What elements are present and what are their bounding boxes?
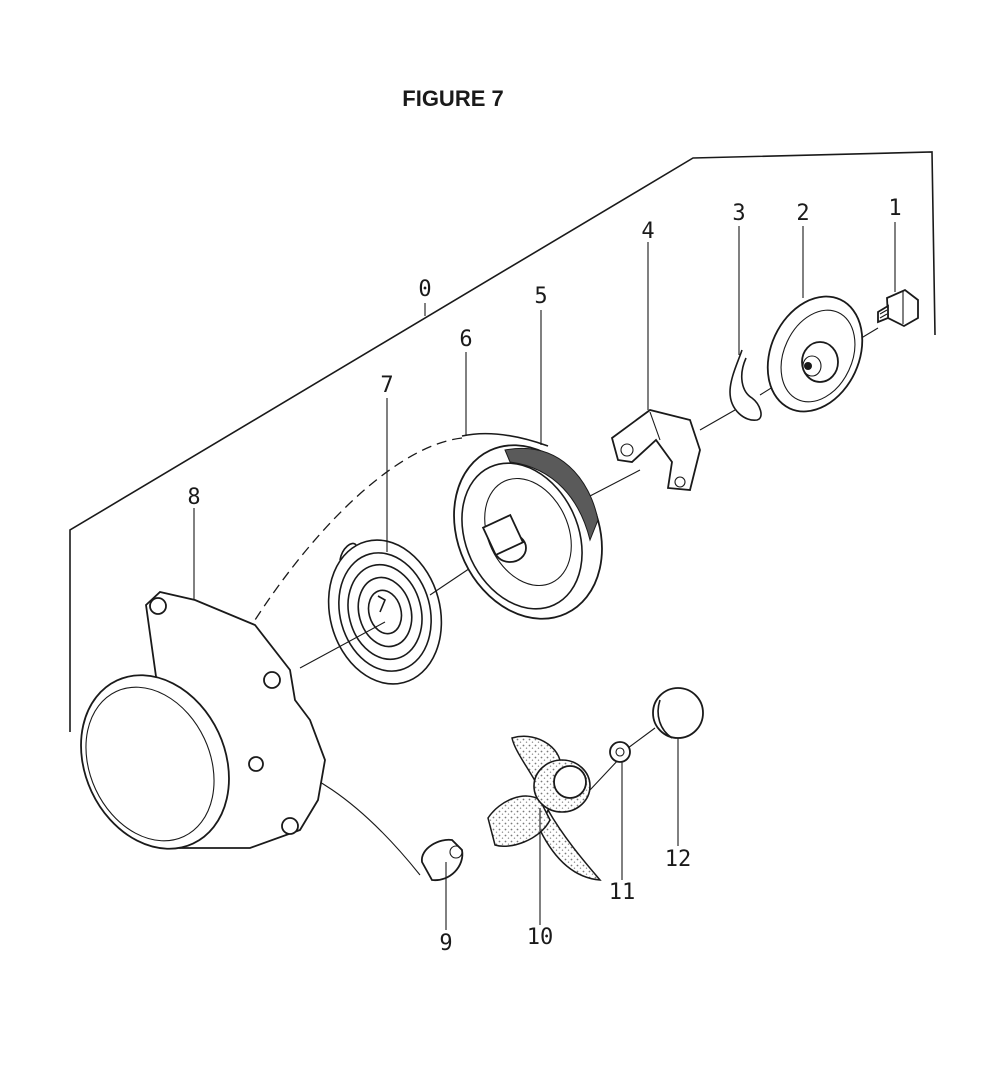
callout-10: 10 bbox=[527, 925, 554, 950]
washer-plate-part bbox=[766, 295, 864, 413]
grommet-part bbox=[421, 838, 464, 881]
bolt-part bbox=[877, 288, 919, 328]
callout-12: 12 bbox=[665, 847, 692, 872]
spring-clip-part bbox=[729, 349, 762, 421]
callout-3: 3 bbox=[732, 201, 745, 226]
pawl-part bbox=[610, 409, 701, 491]
pull-handle-part bbox=[487, 735, 602, 881]
callout-11: 11 bbox=[609, 880, 636, 905]
pulley-reel-part bbox=[453, 444, 603, 620]
callout-8: 8 bbox=[187, 485, 200, 510]
callout-6: 6 bbox=[459, 327, 472, 352]
figure-title: FIGURE 7 bbox=[402, 86, 504, 111]
housing-part bbox=[80, 591, 326, 850]
small-washer-part bbox=[609, 741, 631, 763]
spiral-spring-part bbox=[327, 539, 443, 685]
callout-1: 1 bbox=[888, 196, 901, 221]
leader-lines bbox=[193, 222, 896, 930]
cap-part bbox=[652, 687, 704, 739]
callout-4: 4 bbox=[641, 219, 654, 244]
callout-labels: 0 1 2 3 4 5 6 7 8 9 10 11 12 bbox=[187, 196, 901, 956]
callout-9: 9 bbox=[439, 931, 452, 956]
callout-2: 2 bbox=[796, 201, 809, 226]
assembly-bracket bbox=[69, 151, 936, 732]
callout-5: 5 bbox=[534, 284, 547, 309]
spring-band-part bbox=[461, 432, 549, 447]
callout-0: 0 bbox=[418, 277, 431, 302]
callout-7: 7 bbox=[380, 373, 393, 398]
